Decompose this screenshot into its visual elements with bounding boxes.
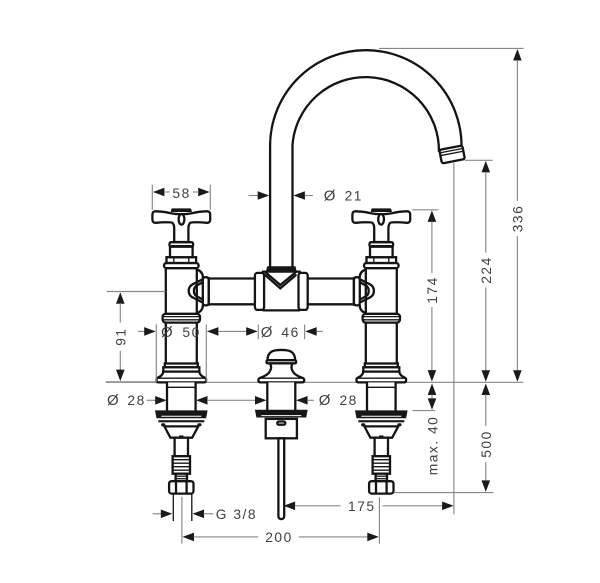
svg-text:Ø: Ø	[161, 324, 173, 341]
svg-text:200: 200	[265, 530, 293, 545]
svg-text:28: 28	[127, 393, 145, 408]
svg-text:58: 58	[172, 186, 190, 201]
svg-text:Ø: Ø	[107, 392, 119, 409]
svg-text:G 3/8: G 3/8	[216, 507, 257, 522]
svg-text:Ø: Ø	[324, 188, 336, 205]
svg-text:91: 91	[114, 327, 129, 345]
svg-text:500: 500	[479, 430, 494, 458]
svg-text:max. 40: max. 40	[425, 416, 440, 476]
svg-text:224: 224	[479, 256, 494, 284]
svg-text:Ø: Ø	[261, 324, 273, 341]
svg-text:50: 50	[182, 325, 200, 340]
svg-text:21: 21	[345, 189, 363, 204]
svg-text:175: 175	[348, 499, 376, 514]
svg-text:Ø: Ø	[319, 392, 331, 409]
svg-text:28: 28	[340, 393, 358, 408]
svg-text:46: 46	[281, 325, 299, 340]
svg-text:174: 174	[425, 276, 440, 304]
svg-text:336: 336	[511, 205, 526, 233]
